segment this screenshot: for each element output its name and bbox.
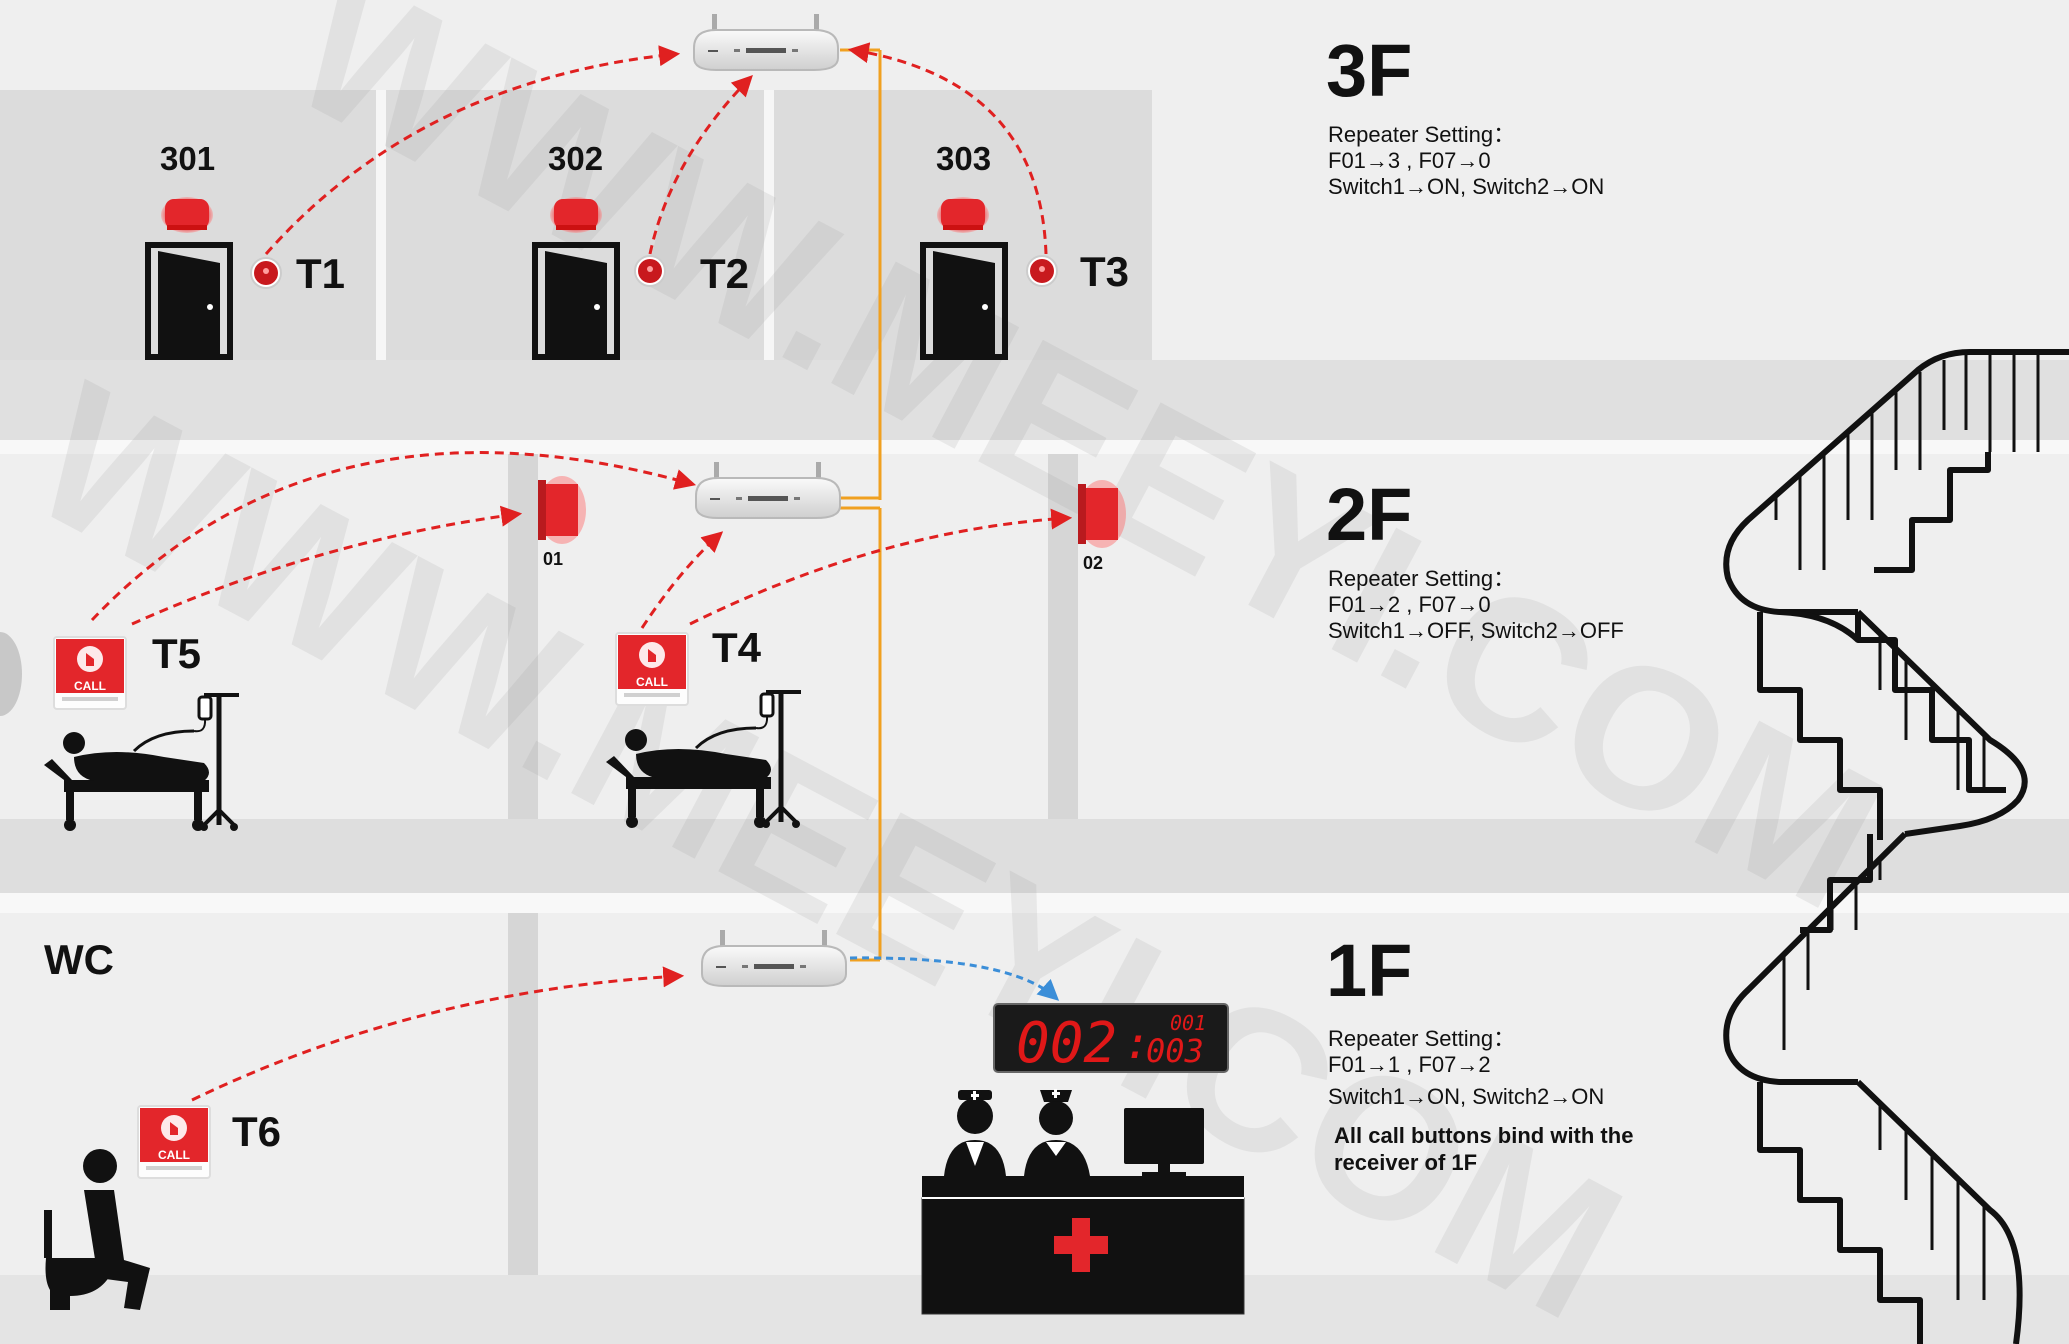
display-main-number: 002 [1016,1011,1117,1076]
room-light-icon [161,197,213,233]
room-light-icon [937,197,989,233]
floor-label: 1F [1326,929,1412,1012]
floor-label: 3F [1326,29,1412,112]
call-button-label: CALL [74,679,106,693]
binding-note: All call buttons bind with the [1334,1123,1633,1148]
transmitter-label: T1 [296,250,345,297]
floor-label: 2F [1326,473,1412,556]
staircase-icon [1723,349,2069,1344]
repeater-setting-line: F01→2 , F07→0 [1328,592,1491,617]
corridor-lights: 01 02 [538,476,1126,573]
display-colon: : [1124,1018,1151,1069]
wired-link [840,48,882,962]
room-label: 303 [936,140,991,177]
binding-note: receiver of 1F [1334,1150,1477,1175]
room-light-icon [550,197,602,233]
corridor-light-label: 01 [543,549,563,569]
ward-2f-devices: CALL T5 CALL T4 [44,624,801,831]
transmitter-label: T4 [712,624,762,671]
nurse-icon [1024,1089,1090,1176]
wireless-signals [90,42,1073,1102]
toilet-person-icon [44,1149,150,1310]
doctor-icon [944,1090,1006,1176]
call-button-icon [250,257,282,289]
repeater-setting-title: Repeater Setting： [1328,1026,1515,1051]
wc-label: WC [44,936,114,983]
floor-3f-info: 3F Repeater Setting： F01→3 , F07→0 Switc… [1326,29,1604,199]
call-button-icon [137,1105,211,1179]
transmitter-label: T3 [1080,248,1129,295]
floor-2f-info: 2F Repeater Setting： F01→2 , F07→0 Switc… [1326,473,1624,643]
call-button-icon [615,632,689,706]
red-cross-icon [1054,1218,1108,1272]
call-button-label: CALL [158,1148,190,1162]
repeater-setting-line: F01→1 , F07→2 [1328,1052,1491,1077]
display-sub-top: 001 [1170,1011,1206,1035]
repeater-setting-line: F01→3 , F07→0 [1328,148,1491,173]
wc-area: WC CALL T6 [44,936,281,1310]
transmitter-label: T2 [700,250,749,297]
call-button-icon [53,636,127,710]
repeater-setting-line: Switch1→ON, Switch2→ON [1328,174,1604,199]
corridor-light-label: 02 [1083,553,1103,573]
transmitter-label: T6 [232,1108,281,1155]
transmitter-label: T5 [152,630,201,677]
monitor-icon [1124,1108,1204,1177]
room-label: 302 [548,140,603,177]
room-label: 301 [160,140,215,177]
floor-3f-rooms: 301 302 303 T1 T2 T3 [148,140,1129,357]
repeater-setting-title: Repeater Setting： [1328,122,1515,147]
call-button-label: CALL [636,675,668,689]
floor-1f-info: 1F Repeater Setting： F01→1 , F07→2 Switc… [1326,929,1633,1175]
display-link [849,956,1060,1001]
nurse-station: 002 : 001 003 [921,1003,1245,1315]
display-sub-bottom: 003 [1146,1032,1204,1070]
call-button-icon [1026,255,1058,287]
repeater-setting-title: Repeater Setting： [1328,566,1515,591]
call-button-icon [634,255,666,287]
repeater-setting-line: Switch1→OFF, Switch2→OFF [1328,618,1624,643]
repeater-setting-line: Switch1→ON, Switch2→ON [1328,1084,1604,1109]
led-display: 002 : 001 003 [993,1003,1229,1076]
staircase-balusters [1774,352,2040,1300]
